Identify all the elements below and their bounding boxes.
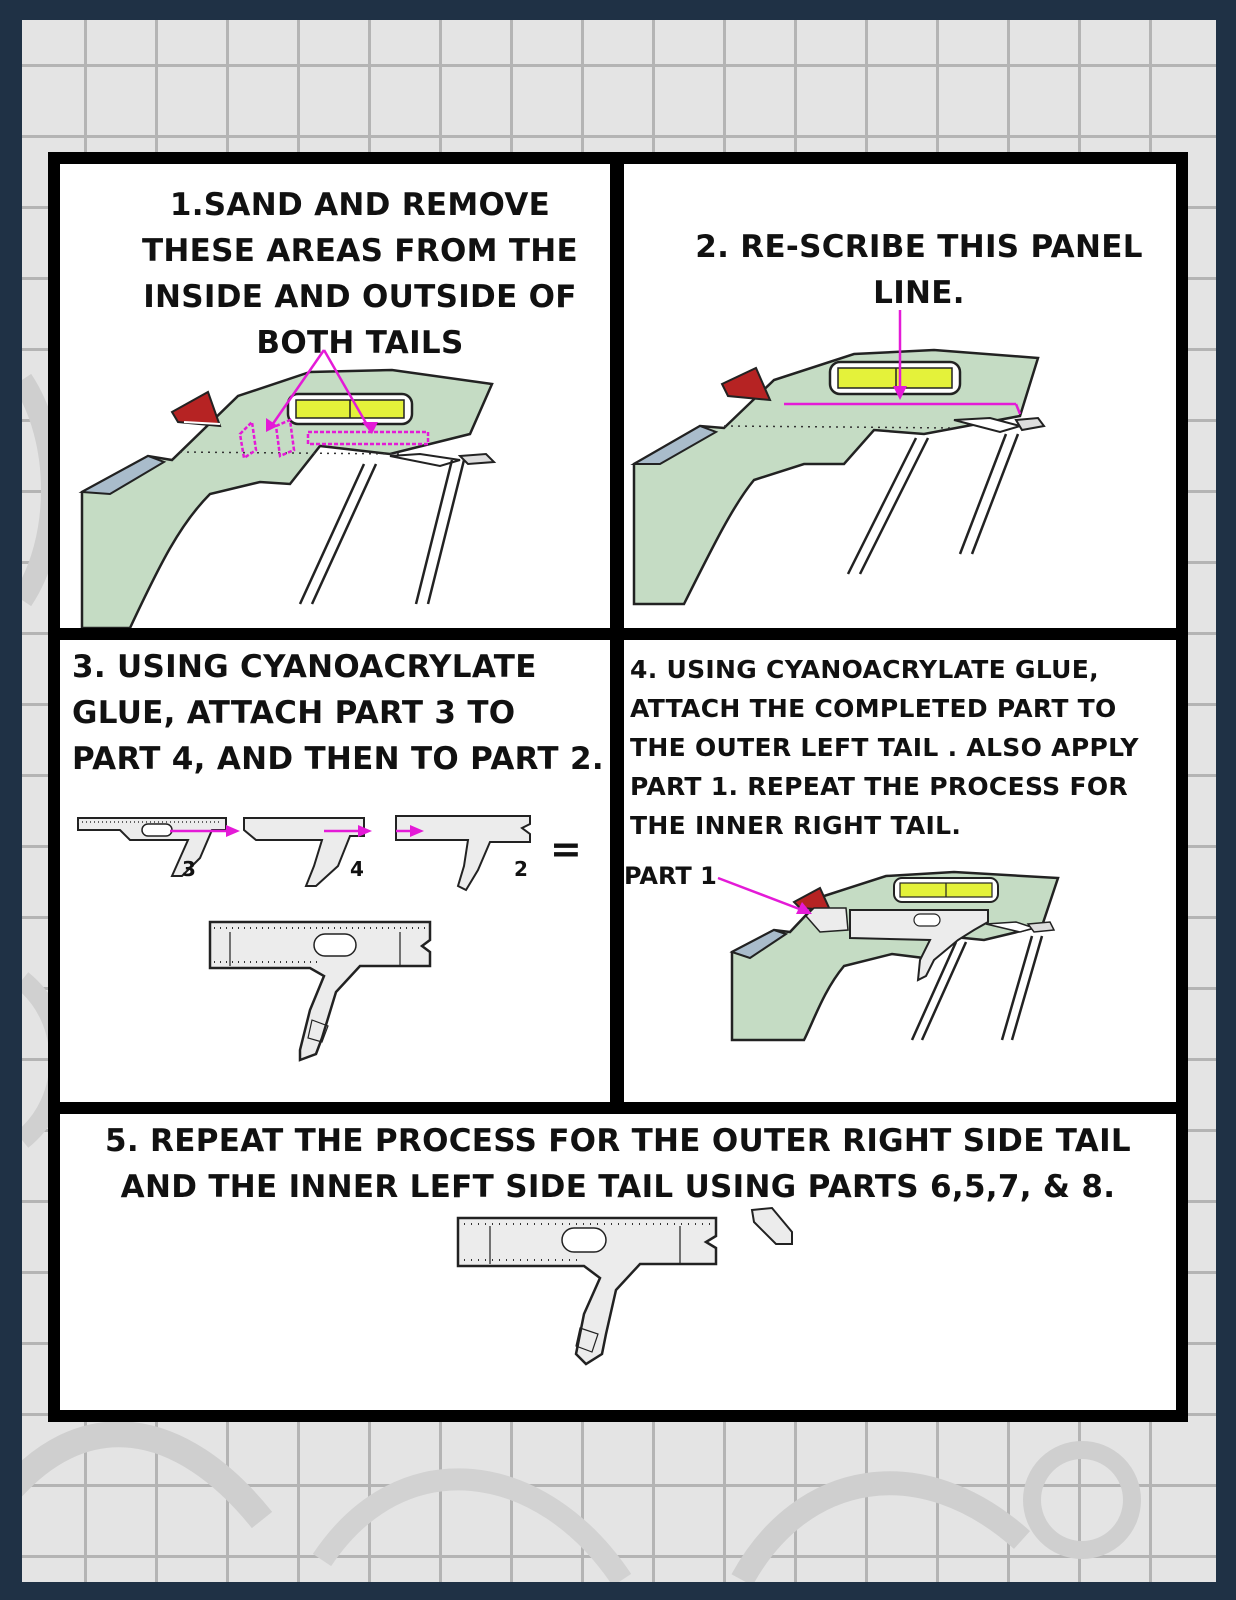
step-2-text: 2. RE-SCRIBE THIS PANEL LINE. (664, 224, 1174, 316)
step-2-line: 2. RE-SCRIBE THIS PANEL (695, 229, 1143, 265)
step-5-panel: 5. REPEAT THE PROCESS FOR THE OUTER RIGH… (60, 1114, 1176, 1410)
step-2-panel: 2. RE-SCRIBE THIS PANEL LINE. (624, 164, 1176, 628)
step-3-text: 3. USING CYANOACRYLATE GLUE, ATTACH PART… (72, 644, 610, 782)
step-5-line: AND THE INNER LEFT SIDE TAIL USING PARTS… (120, 1169, 1116, 1205)
step-4-line: THE OUTER LEFT TAIL . ALSO APPLY (630, 733, 1139, 762)
part-label-2: 2 (514, 857, 528, 881)
step-3-line: 3. USING CYANOACRYLATE (72, 649, 537, 685)
parts-6-5-7-8-diagram (456, 1206, 793, 1366)
step-1-line: BOTH TAILS (256, 325, 464, 361)
step-1-line: INSIDE AND OUTSIDE OF (143, 279, 577, 315)
step-4-line: 4. USING CYANOACRYLATE GLUE, (630, 655, 1099, 684)
step-4-line: THE INNER RIGHT TAIL. (630, 811, 962, 840)
tail-diagram-step-4 (717, 870, 1060, 1042)
step-1-panel: 1.SAND AND REMOVE THESE AREAS FROM THE I… (60, 164, 610, 628)
step-3-line: PART 4, AND THEN TO PART 2. (72, 741, 604, 777)
part-label-3: 3 (182, 857, 196, 881)
step-1-text: 1.SAND AND REMOVE THESE AREAS FROM THE I… (60, 182, 610, 366)
step-1-line: 1.SAND AND REMOVE (169, 187, 551, 223)
step-5-line: 5. REPEAT THE PROCESS FOR THE OUTER RIGH… (105, 1123, 1131, 1159)
equals-sign: = (550, 827, 582, 871)
part-1-callout: PART 1 (624, 862, 717, 890)
tail-diagram-step-2 (630, 310, 1046, 606)
step-1-line: THESE AREAS FROM THE (141, 233, 579, 269)
part-label-4: 4 (350, 857, 364, 881)
parts-assembly-diagram: 3 4 2 = (77, 815, 582, 1062)
step-3-line: GLUE, ATTACH PART 3 TO (72, 695, 516, 731)
step-4-text: 4. USING CYANOACRYLATE GLUE, ATTACH THE … (630, 650, 1176, 845)
step-4-line: PART 1. REPEAT THE PROCESS FOR (630, 772, 1128, 801)
tail-diagram-step-1 (78, 349, 497, 628)
step-2-line: LINE. (873, 275, 965, 311)
step-4-panel: 4. USING CYANOACRYLATE GLUE, ATTACH THE … (624, 640, 1176, 1102)
step-3-panel: 3. USING CYANOACRYLATE GLUE, ATTACH PART… (60, 640, 610, 1102)
step-4-line: ATTACH THE COMPLETED PART TO (630, 694, 1117, 723)
step-5-text: 5. REPEAT THE PROCESS FOR THE OUTER RIGH… (60, 1118, 1176, 1210)
